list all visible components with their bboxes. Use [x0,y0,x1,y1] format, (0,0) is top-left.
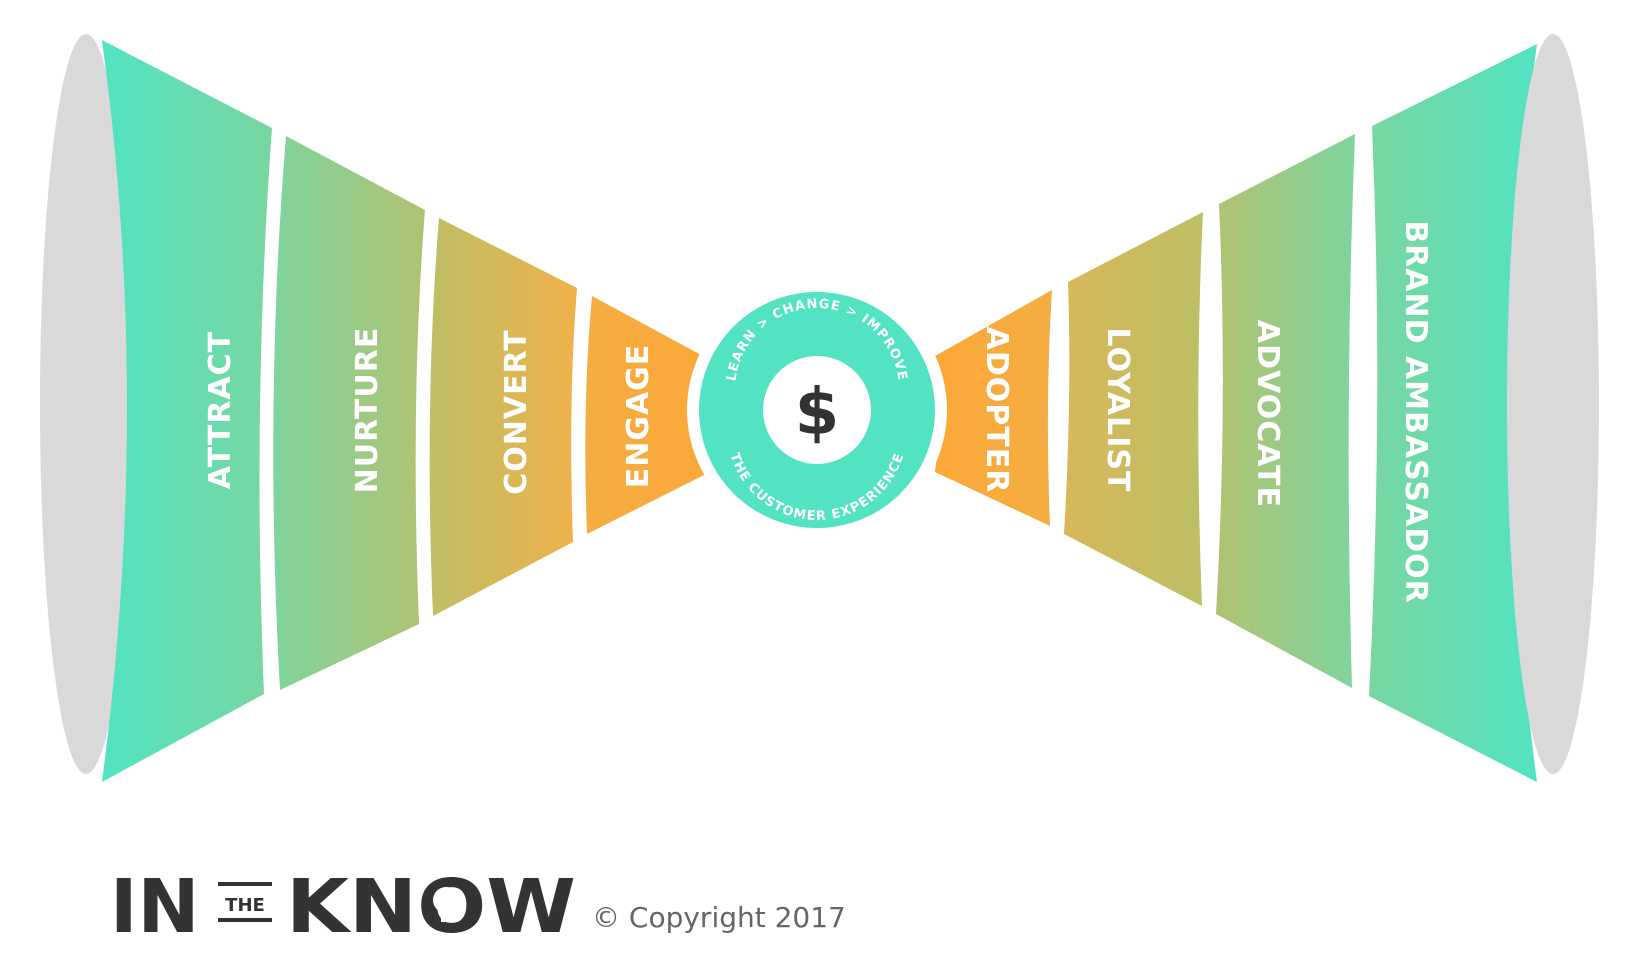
stage-advocate-label: ADVOCATE [1250,320,1285,508]
stage-engage-segment [585,296,706,534]
stage-convert-segment [429,218,577,616]
stage-nurture-label: NURTURE [350,327,385,494]
stage-advocate-segment [1216,134,1355,688]
stage-nurture-segment [273,136,425,690]
logo-word-the: THE [225,895,265,916]
stage-attract-segment [102,40,272,782]
stage-brand-ambassador-label: BRAND AMBASSADOR [1398,220,1433,603]
stage-attract-label: ATTRACT [203,331,238,489]
dollar-icon: $ [795,376,840,450]
stage-engage-label: ENGAGE [621,344,656,489]
in-the-know-logo: IN THE KNOW [110,864,576,950]
left-funnel-mouth [40,34,132,774]
stage-loyalist-segment [1064,212,1203,606]
copyright-text: © Copyright 2017 [592,901,846,934]
stage-adopter-segment [935,290,1052,526]
logo-word-know: KNOW [286,864,576,950]
center-inner-circle [763,356,871,464]
right-funnel-mouth [1507,34,1599,774]
logo-word-in: IN [110,864,199,950]
stage-loyalist-label: LOYALIST [1100,328,1135,493]
stage-adopter-label: ADOPTER [979,327,1014,494]
stage-brand-ambassador-segment [1369,44,1537,782]
lightbulb-icon [433,887,459,922]
stage-convert-label: CONVERT [499,329,534,495]
